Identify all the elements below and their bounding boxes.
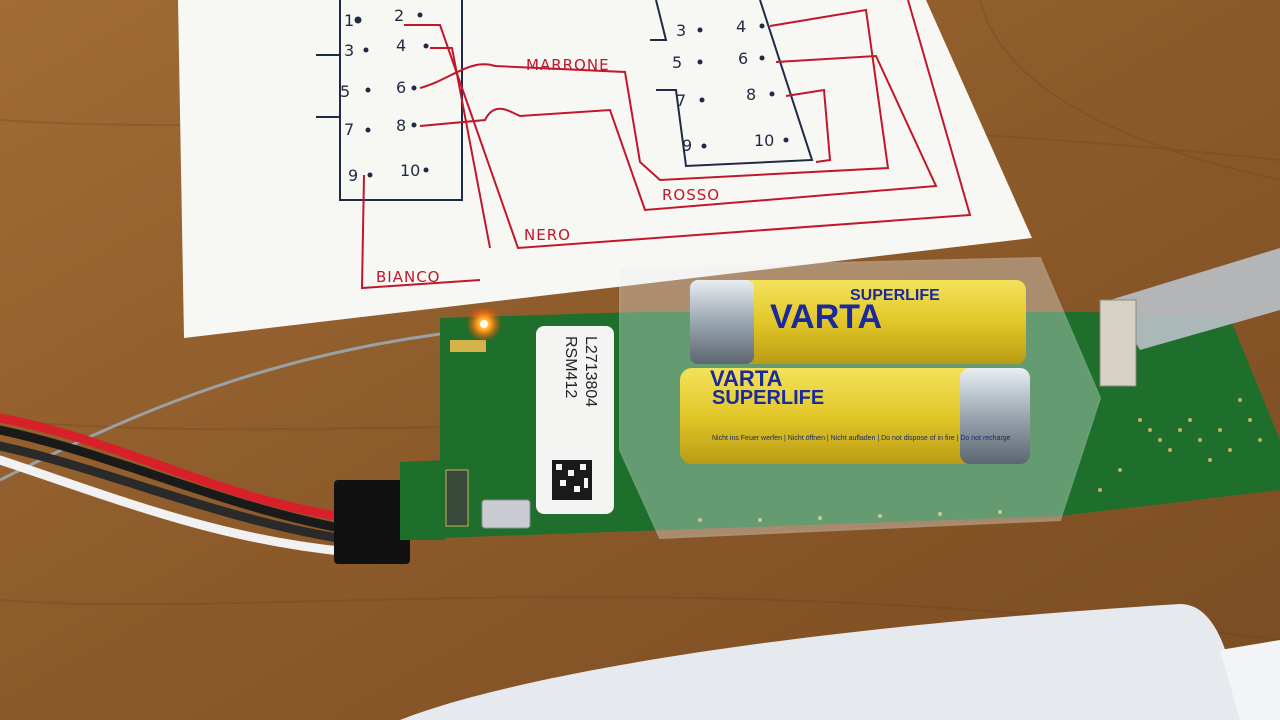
wire-label-rosso: ROSSO	[662, 186, 720, 204]
right-pin-5: 5	[672, 53, 682, 72]
right-pin-3: 3	[676, 21, 686, 40]
battery-top-line: SUPERLIFE	[850, 287, 940, 304]
left-connector-pins	[354, 12, 429, 178]
left-pin-2: 2	[394, 6, 404, 25]
wire-traces	[360, 0, 972, 290]
left-pin-8: 8	[396, 116, 406, 135]
wire-label-marrone: MARRONE	[526, 56, 610, 74]
right-pin-10: 10	[754, 131, 774, 150]
left-pin-1: 1	[344, 11, 354, 30]
left-pin-4: 4	[396, 36, 406, 55]
battery-top-brand: VARTA	[770, 298, 882, 336]
datamatrix-pattern	[556, 464, 588, 492]
wire-label-nero: NERO	[524, 226, 571, 244]
cable-connector	[334, 480, 410, 564]
left-pin-3: 3	[344, 41, 354, 60]
right-pin-8: 8	[746, 85, 756, 104]
right-pin-4: 4	[736, 17, 746, 36]
right-connector-pins	[697, 23, 789, 149]
left-pin-6: 6	[396, 78, 406, 97]
battery-bottom-warning: Nicht ins Feuer werfen | Nicht öffnen | …	[712, 435, 1011, 442]
pcb-header-pins	[445, 469, 469, 527]
right-pin-6: 6	[738, 49, 748, 68]
pcb-vias	[698, 398, 1262, 522]
pcb-gold-pad	[450, 340, 486, 352]
module-label-line1: RSM412	[562, 336, 579, 398]
left-pin-5: 5	[340, 82, 350, 101]
battery-bottom-line: SUPERLIFE	[712, 387, 824, 409]
pcb-tab	[400, 460, 445, 540]
battery-bottom-brand: VARTA	[710, 366, 783, 391]
left-pin-9: 9	[348, 166, 358, 185]
tactile-switch	[481, 499, 531, 529]
right-pin-9: 9	[682, 136, 692, 155]
module-label-line2: L2713804	[582, 336, 599, 407]
foreground-white-case-edge	[1220, 640, 1280, 720]
cable-bundle	[0, 413, 355, 557]
ribbon-cable	[1110, 248, 1280, 350]
battery-bottom: VARTA SUPERLIFE Nicht ins Feuer werfen |…	[680, 366, 1030, 464]
status-led-core	[480, 320, 488, 328]
paper-sheet	[178, 0, 1032, 338]
foreground-white-case	[400, 604, 1240, 720]
left-pin-10: 10	[400, 161, 420, 180]
left-pin-7: 7	[344, 120, 354, 139]
right-connector-diagram	[650, 0, 814, 168]
ribbon-connector	[1099, 299, 1137, 387]
battery-top: VARTA SUPERLIFE	[690, 280, 1026, 364]
right-pin-7: 7	[676, 91, 686, 110]
wire-label-bianco: BIANCO	[376, 268, 440, 286]
